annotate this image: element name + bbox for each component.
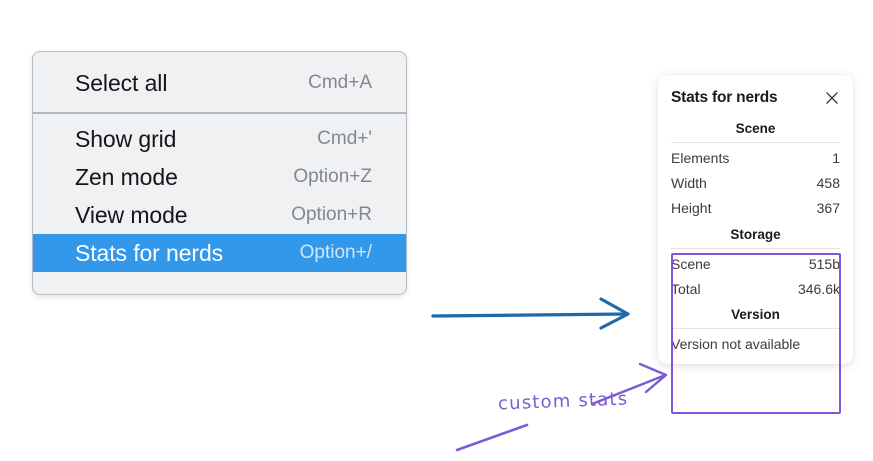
- section-title-storage: Storage: [730, 226, 781, 242]
- menu-item-shortcut: Option+Z: [293, 166, 372, 187]
- stat-row-storage-total: Total 346.6k: [671, 277, 840, 302]
- stat-value: 1: [832, 150, 840, 166]
- menu-item-label: Zen mode: [75, 163, 178, 190]
- menu-footer-spacer: [33, 272, 406, 294]
- stat-key: Elements: [671, 150, 730, 166]
- menu-item-view-mode[interactable]: View mode Option+R: [33, 196, 406, 234]
- stat-key: Scene: [671, 255, 711, 272]
- stat-row-version-value: Version not available: [671, 336, 801, 353]
- context-menu[interactable]: Select all Cmd+A Show grid Cmd+' Zen mod…: [32, 51, 407, 295]
- stat-value: 458: [816, 174, 840, 191]
- close-icon[interactable]: [824, 90, 840, 106]
- stat-row-elements: Elements 1: [671, 146, 840, 171]
- stats-for-nerds-panel[interactable]: Stats for nerds Scene Elements 1 Width 4…: [658, 75, 853, 365]
- stat-row-width: Width 458: [671, 171, 840, 196]
- menu-item-label: Show grid: [75, 125, 177, 152]
- menu-item-label: View mode: [75, 201, 188, 228]
- menu-item-show-grid[interactable]: Show grid Cmd+': [33, 120, 406, 158]
- menu-item-label: Stats for nerds: [75, 239, 224, 266]
- stat-key: Height: [671, 199, 712, 216]
- custom-stats-annotation-label: custom stats: [497, 388, 629, 415]
- section-rule: [671, 247, 840, 249]
- menu-section-2: Show grid Cmd+' Zen mode Option+Z View m…: [33, 114, 406, 294]
- purple-stroke-lower: [455, 423, 529, 452]
- section-rule: [671, 142, 840, 143]
- menu-item-zen-mode[interactable]: Zen mode Option+Z: [33, 158, 406, 196]
- menu-item-select-all[interactable]: Select all Cmd+A: [33, 64, 406, 102]
- menu-item-stats-for-nerds[interactable]: Stats for nerds Option+/: [33, 234, 406, 272]
- blue-arrow: [431, 297, 630, 330]
- section-rule: [671, 328, 840, 330]
- stat-value: 367: [816, 199, 840, 216]
- stat-value: 346.6k: [797, 280, 840, 297]
- menu-section-1: Select all Cmd+A: [33, 52, 406, 112]
- stat-row-storage-scene: Scene 515b: [671, 252, 840, 277]
- menu-item-label: Select all: [75, 69, 168, 96]
- stat-key: Width: [671, 174, 707, 191]
- stats-panel-title: Stats for nerds: [671, 89, 778, 106]
- menu-item-shortcut: Option+/: [299, 242, 372, 263]
- section-title-scene: Scene: [735, 121, 776, 136]
- stat-key: Total: [671, 280, 701, 297]
- stats-panel-body: Scene Elements 1 Width 458 Height 367 St…: [658, 115, 853, 354]
- stat-row-height: Height 367: [671, 196, 840, 221]
- section-title-version: Version: [731, 307, 780, 323]
- stats-panel-header: Stats for nerds: [658, 85, 853, 115]
- menu-item-shortcut: Cmd+A: [308, 72, 372, 93]
- menu-item-shortcut: Cmd+': [317, 128, 372, 149]
- menu-divider: [33, 112, 406, 114]
- stat-value: 515b: [808, 255, 840, 272]
- menu-item-shortcut: Option+R: [291, 204, 372, 225]
